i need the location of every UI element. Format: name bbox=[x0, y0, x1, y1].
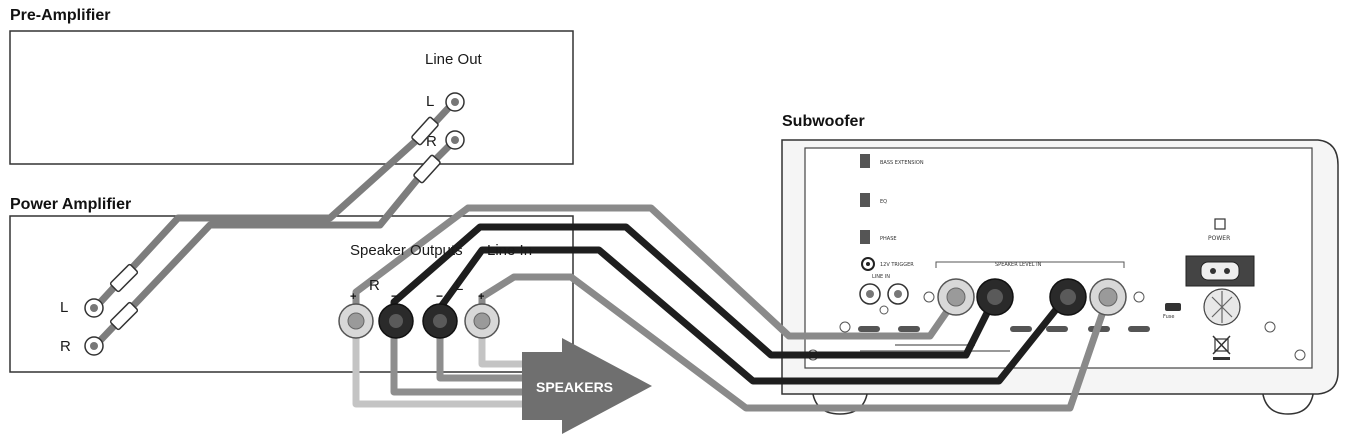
preamp-line-out-left-jack[interactable] bbox=[445, 92, 465, 112]
line-out-label: Line Out bbox=[425, 51, 483, 68]
pre-amplifier: Pre-Amplifier Line Out L R bbox=[9, 7, 574, 165]
serial-plate bbox=[860, 344, 1010, 352]
bass-extension-switch[interactable]: BASS EXTENSION bbox=[860, 154, 924, 168]
rca-plug-left-preamp bbox=[411, 116, 439, 146]
fuse-holder[interactable]: Fuse bbox=[1163, 303, 1181, 320]
cable-to-speakers-2 bbox=[390, 330, 534, 396]
rca-plug-left-amp bbox=[109, 263, 139, 293]
speakers-arrow-shape bbox=[522, 338, 652, 434]
weee-bin-icon bbox=[1212, 335, 1231, 360]
speaker-level-label: SPEAKER LEVEL IN bbox=[995, 262, 1042, 268]
subwoofer: Subwoofer BASS EXTENSION EQ PHASE 12V TR… bbox=[781, 113, 1339, 415]
cable-speaker-right-plus bbox=[352, 204, 961, 340]
amp-line-in-right-jack[interactable] bbox=[84, 336, 104, 356]
speaker-outputs-label: Speaker Outputs bbox=[350, 242, 463, 259]
amp-terminal-right-plus[interactable] bbox=[338, 303, 374, 339]
amp-terminal-left-plus[interactable] bbox=[464, 303, 500, 339]
terminal-minus-2: − bbox=[436, 289, 443, 303]
preamp-right-label: R bbox=[426, 133, 437, 150]
speakers-label: SPEAKERS bbox=[536, 379, 613, 395]
speaker-output-terminals: Speaker Outputs Line In R L + − − + bbox=[338, 242, 532, 339]
line-in-left-label: L bbox=[60, 299, 68, 316]
trigger-label: 12V TRIGGER bbox=[880, 262, 914, 268]
amp-line-in-jacks bbox=[84, 298, 104, 356]
cable-to-speakers-4 bbox=[478, 330, 534, 368]
preamp-line-out-right-jack[interactable] bbox=[445, 130, 465, 150]
pre-amplifier-title: Pre-Amplifier bbox=[10, 7, 110, 24]
cable-to-speakers-1 bbox=[352, 330, 534, 408]
sub-line-in-left-jack[interactable] bbox=[859, 283, 881, 305]
rca-plugs bbox=[109, 116, 441, 331]
amp-terminal-left-minus[interactable] bbox=[422, 303, 458, 339]
preamp-left-label: L bbox=[426, 93, 434, 110]
sub-terminal-left-minus[interactable] bbox=[1049, 278, 1087, 316]
sub-terminal-right-plus[interactable] bbox=[937, 278, 975, 316]
sub-fan-vent bbox=[1203, 288, 1241, 326]
amp-terminal-right-minus[interactable] bbox=[378, 303, 414, 339]
line-in-right-label: R bbox=[60, 338, 71, 355]
amp-line-in-left-jack[interactable] bbox=[84, 298, 104, 318]
terminal-plus-2: + bbox=[478, 291, 484, 303]
rca-plug-right-preamp bbox=[413, 154, 441, 184]
speaker-level-bracket bbox=[935, 261, 1125, 268]
sub-line-in-label: LINE IN bbox=[872, 274, 890, 280]
subwoofer-title: Subwoofer bbox=[782, 113, 865, 130]
cable-line-left bbox=[91, 98, 458, 312]
power-label: POWER bbox=[1208, 235, 1230, 242]
panel-screws bbox=[807, 291, 1306, 361]
sub-line-in-right-jack[interactable] bbox=[887, 283, 909, 305]
power-amplifier-title: Power Amplifier bbox=[10, 196, 131, 213]
amp-line-in-label: Line In bbox=[487, 242, 532, 259]
rca-plug-right-amp bbox=[109, 301, 139, 331]
fuse-label: Fuse bbox=[1163, 314, 1174, 320]
eq-label: EQ bbox=[880, 199, 887, 205]
sub-ground-screw bbox=[879, 305, 889, 315]
terminal-minus-1: − bbox=[391, 289, 398, 303]
power-inlet[interactable] bbox=[1185, 255, 1255, 287]
pre-amplifier-chassis bbox=[9, 30, 574, 165]
phase-label: PHASE bbox=[880, 236, 897, 242]
preamp-line-out-jacks bbox=[445, 92, 465, 150]
output-right-label: R bbox=[369, 277, 380, 294]
cable-to-speakers-3 bbox=[436, 330, 534, 382]
cable-speaker-right-minus bbox=[390, 223, 999, 359]
power-indicator bbox=[1214, 218, 1226, 230]
terminal-plus-1: + bbox=[350, 291, 356, 303]
output-left-label: L bbox=[455, 277, 463, 294]
bass-extension-label: BASS EXTENSION bbox=[880, 160, 924, 166]
eq-switch[interactable]: EQ bbox=[860, 193, 887, 207]
cable-speaker-left-plus bbox=[478, 273, 1112, 412]
speakers-arrow: SPEAKERS bbox=[522, 338, 652, 434]
sub-terminal-left-plus[interactable] bbox=[1089, 278, 1127, 316]
sub-terminal-right-minus[interactable] bbox=[976, 278, 1014, 316]
sub-speaker-terminals bbox=[937, 278, 1127, 316]
phase-switch[interactable]: PHASE bbox=[860, 230, 897, 244]
